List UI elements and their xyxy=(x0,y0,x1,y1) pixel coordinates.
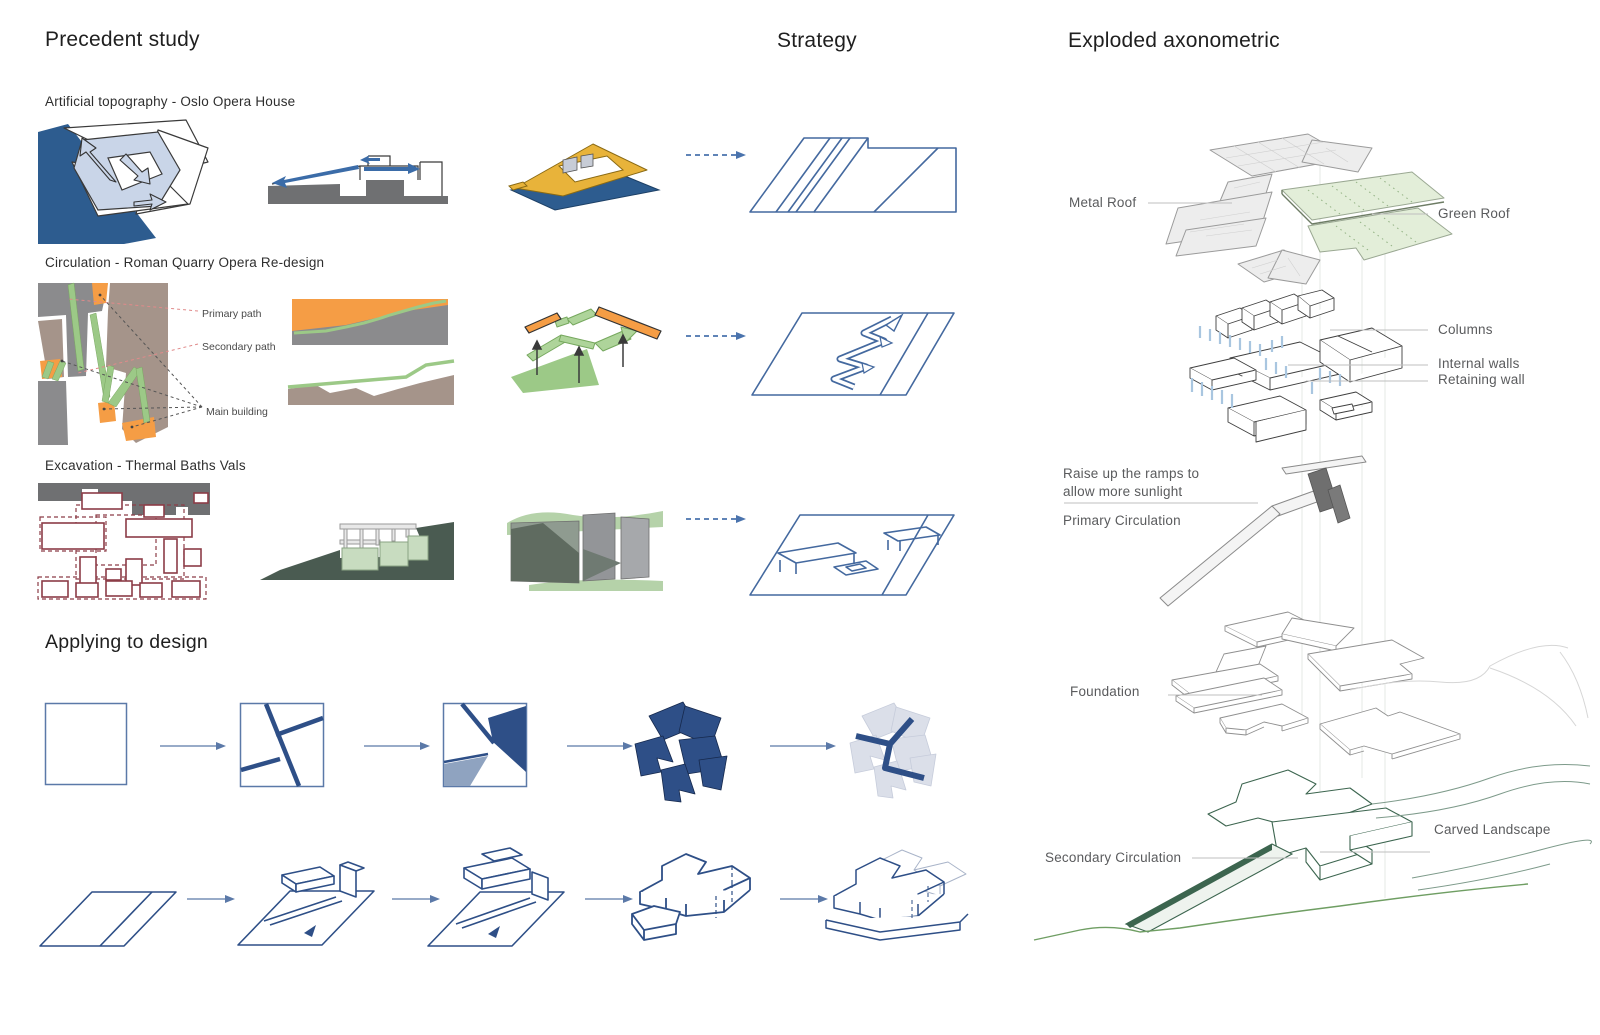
quarry-axonometric-diagram xyxy=(511,306,662,393)
vals-plan-diagram xyxy=(37,483,210,600)
massing-step3-blocks xyxy=(427,847,565,947)
applying-step3-fill xyxy=(442,702,528,788)
label-secondary-circulation: Secondary Circulation xyxy=(1045,850,1182,865)
label-carved-landscape: Carved Landscape xyxy=(1434,822,1551,837)
strategy-excavation-diagram xyxy=(749,514,955,596)
quarry-sections-diagram xyxy=(287,299,455,405)
arrow-right-icon xyxy=(780,895,828,903)
precedent-1-title: Artificial topography - Oslo Opera House xyxy=(45,94,296,109)
annotation-primary-path: Primary path xyxy=(202,308,262,320)
massing-step2-blocks xyxy=(237,861,375,946)
massing-step1-slope xyxy=(39,891,177,947)
strategy-heading: Strategy xyxy=(777,29,857,52)
label-metal-roof: Metal Roof xyxy=(1069,195,1137,210)
arrow-right-icon xyxy=(585,895,633,903)
applying-step2-cuts xyxy=(239,702,325,788)
applying-to-design-heading: Applying to design xyxy=(45,631,208,653)
precedent-2-title: Circulation - Roman Quarry Opera Re-desi… xyxy=(45,255,325,270)
arrow-right-icon xyxy=(770,742,836,750)
precedent-study-heading: Precedent study xyxy=(45,28,200,51)
arrow-right-icon xyxy=(392,895,440,903)
massing-step4-stepped-plates xyxy=(631,853,751,941)
oslo-axonometric-diagram xyxy=(508,143,661,211)
annotation-secondary-path: Secondary path xyxy=(202,341,276,353)
massing-step5-final xyxy=(825,849,969,941)
precedent-3-title: Excavation - Thermal Baths Vals xyxy=(45,458,246,473)
exploded-axonometric-heading: Exploded axonometric xyxy=(1068,29,1280,52)
strategy-path-diagram xyxy=(751,312,955,396)
label-ramp-note-line1: Raise up the ramps to xyxy=(1063,466,1200,481)
label-green-roof: Green Roof xyxy=(1438,206,1510,221)
label-internal-walls: Internal walls xyxy=(1438,356,1520,371)
label-retaining-wall: Retaining wall xyxy=(1438,372,1525,387)
vals-perspective-diagram xyxy=(507,511,663,591)
applying-step4-fragments xyxy=(634,701,728,803)
applying-step1-square xyxy=(44,702,128,786)
label-ramp-note-line2: allow more sunlight xyxy=(1063,484,1183,499)
oslo-section-diagram xyxy=(268,155,448,204)
strategy-slopes-diagram xyxy=(749,137,957,213)
dashed-arrow-icon xyxy=(686,151,746,159)
annotation-main-building: Main building xyxy=(206,406,268,418)
arrow-right-icon xyxy=(160,742,226,750)
quarry-plan-diagram xyxy=(38,282,203,445)
dashed-arrow-icon xyxy=(686,332,746,340)
arrow-right-icon xyxy=(567,742,633,750)
dashed-arrow-icon xyxy=(686,515,746,523)
exploded-axonometric-drawing xyxy=(1033,133,1592,941)
oslo-plan-diagram xyxy=(38,119,209,244)
label-foundation: Foundation xyxy=(1070,684,1140,699)
arrow-right-icon xyxy=(364,742,430,750)
applying-step5-circulation xyxy=(849,702,937,799)
label-columns: Columns xyxy=(1438,322,1493,337)
label-primary-circulation: Primary Circulation xyxy=(1063,513,1181,528)
arrow-right-icon xyxy=(187,895,235,903)
vals-section-diagram xyxy=(260,522,454,580)
